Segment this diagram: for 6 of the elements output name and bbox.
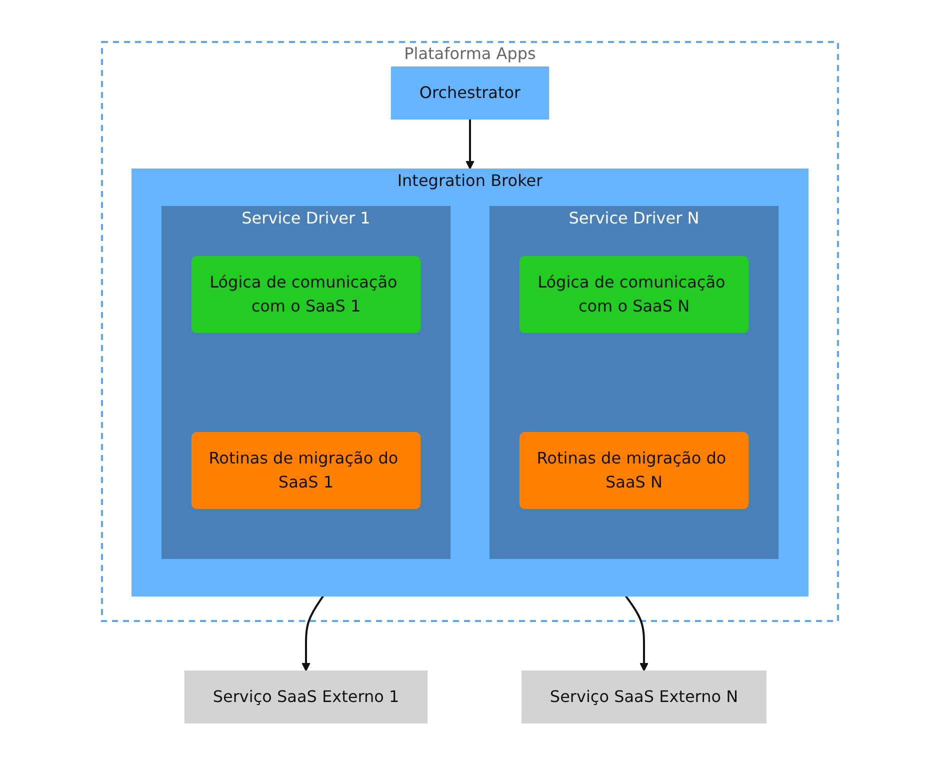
node-box: Orchestrator xyxy=(390,66,549,119)
node-box: Serviço SaaS Externo 1 xyxy=(184,670,428,723)
arrow xyxy=(624,594,648,671)
node-box: Serviço SaaS Externo N xyxy=(520,670,766,723)
arrow xyxy=(465,118,474,169)
arrow xyxy=(301,594,324,671)
